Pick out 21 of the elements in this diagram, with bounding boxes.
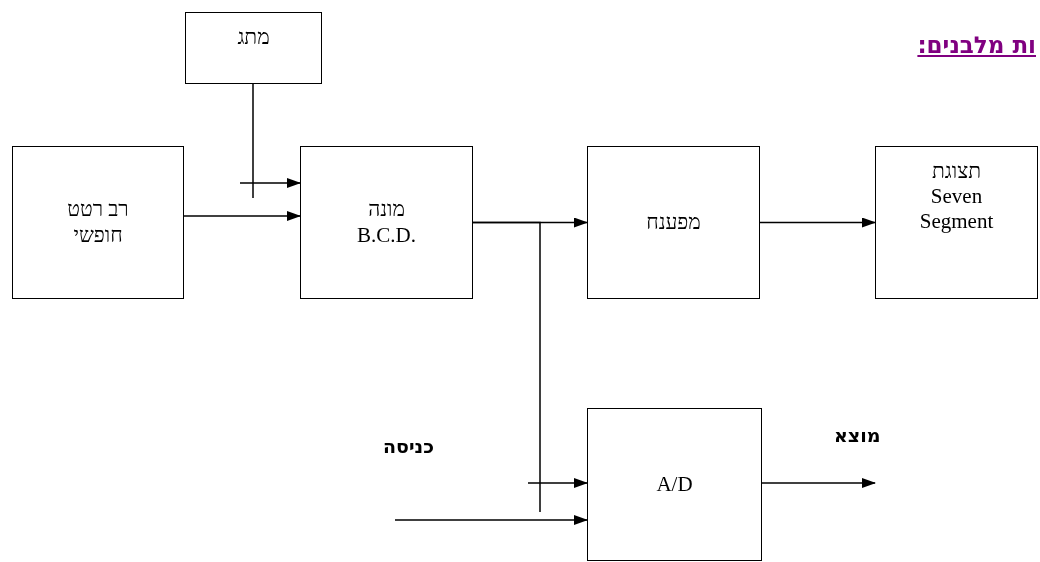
block-box: [587, 408, 762, 561]
arrow: [239, 83, 301, 199]
arrow: [759, 217, 876, 228]
block-box: [300, 146, 473, 299]
block-box: [875, 146, 1038, 299]
block-label: A/D: [656, 471, 693, 498]
block-box: [587, 146, 760, 299]
signal-label: מוצא: [834, 424, 881, 446]
arrow: [472, 221, 588, 513]
block-label: תצוגת Seven Segment: [918, 159, 995, 235]
signal-label: כניסה: [383, 435, 434, 457]
block-label: רב רטט חופשי: [66, 197, 130, 248]
block-box: [185, 12, 322, 84]
block-box: [12, 146, 184, 299]
block-label: מתג: [237, 25, 270, 51]
title: ות מלבנים:: [917, 32, 1036, 58]
block-label: מונה B.C.D.: [356, 197, 417, 248]
arrow: [394, 515, 588, 525]
block-label: מפענח: [646, 209, 701, 236]
arrow: [183, 211, 301, 221]
arrow: [761, 478, 876, 488]
